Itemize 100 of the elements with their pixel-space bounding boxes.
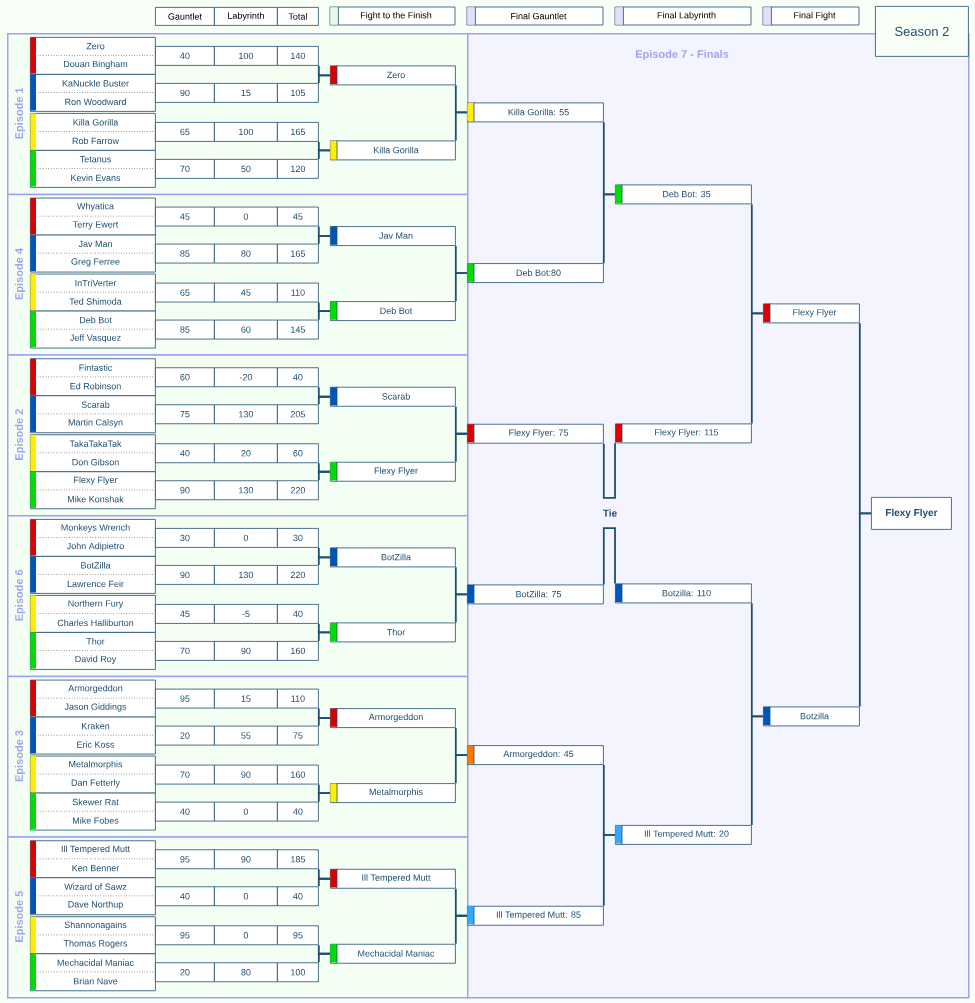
result-box: BotZilla: 75 xyxy=(467,584,604,605)
result-box: Botzilla xyxy=(763,706,860,727)
score-cell: 15 xyxy=(214,688,278,709)
score-cell: 160 xyxy=(277,764,319,785)
legend-item: Final Fight xyxy=(762,6,860,26)
bracket-line xyxy=(317,149,331,160)
column-header: Gauntlet xyxy=(155,7,215,26)
score-cell: 40 xyxy=(277,886,319,907)
result-box: Mechacidal Maniac xyxy=(330,943,456,964)
result-box: Deb Bot:80 xyxy=(467,262,604,283)
score-cell: 110 xyxy=(277,282,319,303)
score-cell: -5 xyxy=(214,604,278,624)
bracket-line xyxy=(750,715,764,826)
score-cell: 145 xyxy=(277,319,319,340)
result-box: Thor xyxy=(330,622,456,643)
score-cell: 85 xyxy=(155,319,215,340)
score-cell: 90 xyxy=(214,764,278,785)
bracket-line xyxy=(317,235,331,245)
result-box: Deb Bot xyxy=(330,300,456,321)
score-cell: 95 xyxy=(155,925,215,946)
title-box: Season 2 xyxy=(875,6,969,57)
score-cell: 60 xyxy=(155,367,215,388)
result-box: Armorgeddon: 45 xyxy=(467,744,604,765)
score-cell: 90 xyxy=(155,83,215,103)
score-cell: 130 xyxy=(214,480,278,501)
score-cell: 30 xyxy=(155,528,215,548)
result-box: BotZilla xyxy=(330,547,456,568)
score-cell: 70 xyxy=(155,641,215,661)
tie-label: Tie xyxy=(603,509,617,517)
score-cell: 15 xyxy=(214,83,278,103)
score-cell: 70 xyxy=(155,764,215,785)
score-cell: 40 xyxy=(277,604,319,624)
score-cell: 100 xyxy=(214,46,278,66)
score-cell: 185 xyxy=(277,849,319,870)
score-cell: 140 xyxy=(277,46,319,66)
score-cell: 45 xyxy=(155,604,215,624)
score-cell: 45 xyxy=(277,206,319,227)
bracket-line xyxy=(454,432,468,463)
bracket-line xyxy=(609,527,616,585)
score-cell: 80 xyxy=(214,962,278,983)
result-box: Ill Tempered Mutt xyxy=(330,868,456,889)
score-cell: 130 xyxy=(214,565,278,585)
bracket-line xyxy=(317,310,331,321)
score-cell: 65 xyxy=(155,122,215,142)
score-cell: -20 xyxy=(214,367,278,388)
score-cell: 40 xyxy=(277,367,319,388)
score-cell: 40 xyxy=(155,886,215,907)
score-cell: 90 xyxy=(214,849,278,870)
bracket-line xyxy=(602,527,611,586)
result-box: Scarab xyxy=(330,386,456,407)
bracket-line xyxy=(317,717,331,727)
score-cell: 165 xyxy=(277,243,319,264)
score-cell: 55 xyxy=(214,725,278,746)
score-cell: 165 xyxy=(277,122,319,142)
bracket-line xyxy=(602,834,616,907)
score-cell: 40 xyxy=(277,801,319,822)
bracket-line xyxy=(454,272,468,303)
score-cell: 95 xyxy=(277,925,319,946)
legend-item: Fight to the Finish xyxy=(329,6,456,26)
score-cell: 30 xyxy=(277,528,319,548)
score-cell: 220 xyxy=(277,480,319,501)
bracket-line xyxy=(317,877,331,888)
score-cell: 20 xyxy=(155,725,215,746)
result-box: Flexy Flyer xyxy=(763,303,860,324)
column-header: Total xyxy=(277,7,319,26)
result-box: Armorgeddon xyxy=(330,707,456,728)
bracket-line xyxy=(454,593,468,624)
bracket-line xyxy=(454,914,468,945)
result-box: Ill Tempered Mutt: 20 xyxy=(615,824,752,845)
column-header: Labyrinth xyxy=(214,7,278,26)
result-box: Ill Tempered Mutt: 85 xyxy=(467,905,604,926)
score-cell: 90 xyxy=(155,565,215,585)
score-cell: 0 xyxy=(214,528,278,548)
score-cell: 20 xyxy=(214,443,278,464)
bracket-line xyxy=(317,470,331,482)
bracket-line xyxy=(317,631,331,642)
result-box: Killa Gorilla: 55 xyxy=(467,102,604,123)
score-cell: 75 xyxy=(277,725,319,746)
score-cell: 95 xyxy=(155,688,215,709)
score-cell: 0 xyxy=(214,801,278,822)
result-box: Flexy Flyer: 75 xyxy=(467,423,604,444)
bracket-line xyxy=(317,395,331,406)
score-cell: 90 xyxy=(155,480,215,501)
legend-item: Final Labyrinth xyxy=(614,6,752,26)
champion-box: Flexy Flyer xyxy=(871,497,952,530)
result-box: Flexy Flyer xyxy=(330,461,456,482)
bracket-line xyxy=(317,74,331,84)
score-cell: 60 xyxy=(214,319,278,340)
legend-item: Final Gauntlet xyxy=(466,6,604,26)
score-cell: 45 xyxy=(155,206,215,227)
bracket-line xyxy=(858,512,872,708)
score-cell: 100 xyxy=(277,962,319,983)
bracket-line xyxy=(317,952,331,964)
bracket-line xyxy=(602,442,611,499)
bracket-line xyxy=(454,754,468,785)
bracket-line xyxy=(317,792,331,803)
bracket-line xyxy=(602,193,616,265)
result-box: Zero xyxy=(330,65,456,86)
bracket-line xyxy=(317,556,331,566)
score-cell: 0 xyxy=(214,886,278,907)
